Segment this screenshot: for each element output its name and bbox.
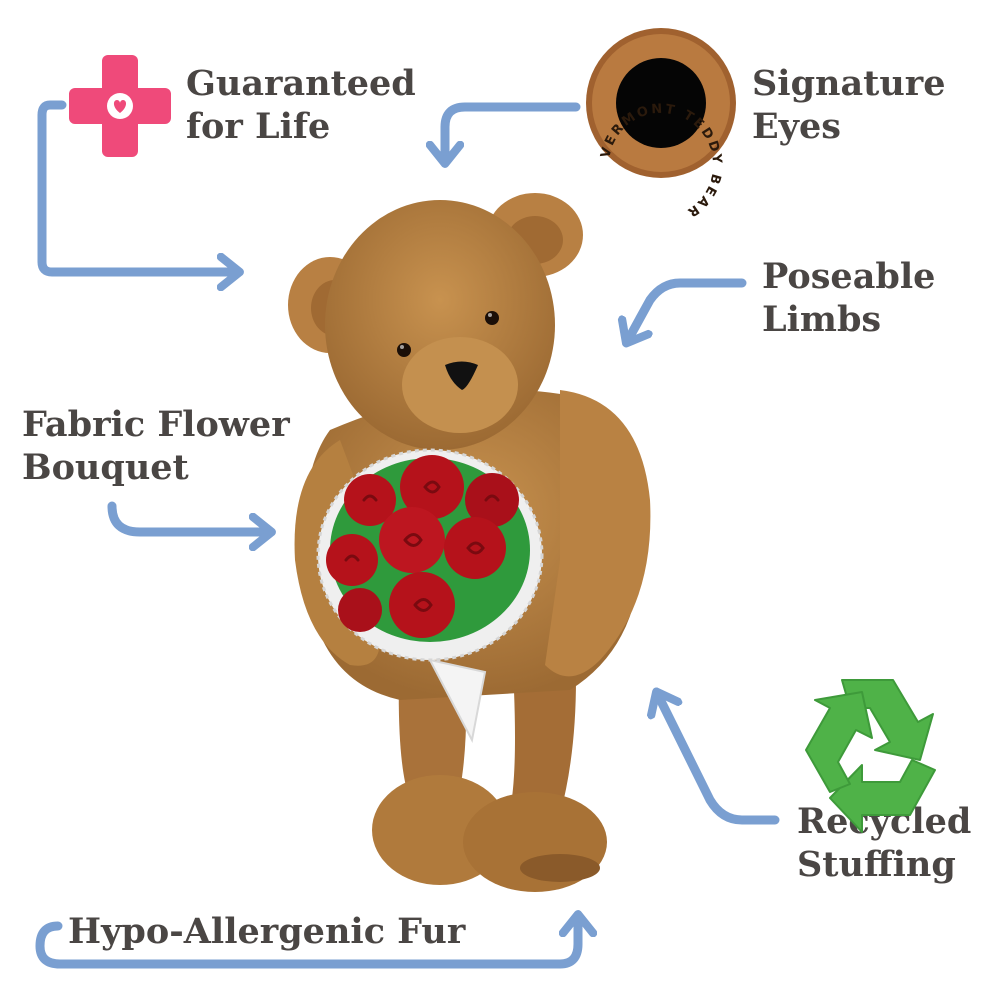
feature-stuffing-label: Recycled Stuffing <box>797 800 971 886</box>
feature-limbs-label: Poseable Limbs <box>762 255 935 341</box>
rose-bouquet-image <box>316 448 544 743</box>
feature-bouquet-label: Fabric Flower Bouquet <box>22 403 290 489</box>
bouquet-line-1: Fabric Flower <box>22 404 290 445</box>
recycle-icon <box>805 679 936 833</box>
guarantee-line-1: Guaranteed <box>186 63 416 104</box>
fur-line-1: Hypo-Allergenic Fur <box>68 911 466 952</box>
eyes-line-1: Signature <box>752 63 946 104</box>
bouquet-line-2: Bouquet <box>22 447 189 488</box>
eye-badge-icon: VERMONT TEDDY BEAR <box>586 28 736 221</box>
arrow-icon <box>35 100 780 969</box>
limbs-line-1: Poseable <box>762 256 936 297</box>
feature-fur-label: Hypo-Allergenic Fur <box>68 910 465 953</box>
limbs-line-2: Limbs <box>762 299 882 340</box>
eyes-line-2: Eyes <box>752 106 841 147</box>
feature-eyes-label: Signature Eyes <box>752 62 946 148</box>
feature-guarantee-label: Guaranteed for Life <box>186 62 416 148</box>
guarantee-line-2: for Life <box>186 106 331 147</box>
stuffing-line-2: Stuffing <box>797 844 956 885</box>
medical-cross-heart-icon <box>69 55 171 157</box>
